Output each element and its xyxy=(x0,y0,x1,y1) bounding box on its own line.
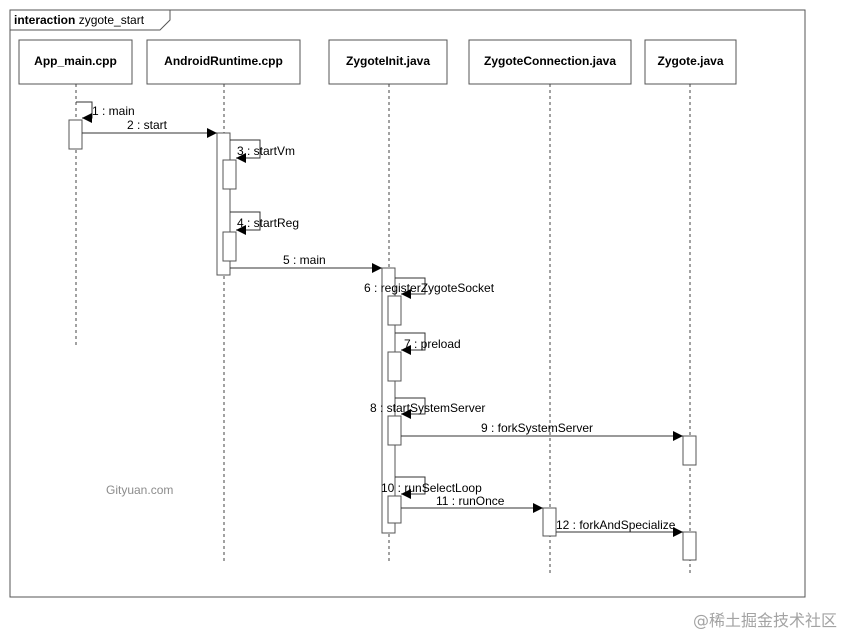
activation-start-vm xyxy=(222,159,237,190)
lifeline-head-app-main xyxy=(18,39,133,85)
message-7-label: 7 : preload xyxy=(404,337,461,351)
footer-watermark: @稀土掘金技术社区 xyxy=(693,611,837,630)
activation-fork-and-specialize xyxy=(682,531,697,561)
message-4-label: 4 : startReg xyxy=(237,216,299,230)
watermark-gityuan: Gityuan.com xyxy=(106,483,173,497)
activation-zygote-init-main xyxy=(381,267,396,534)
frame-tag-name: zygote_start xyxy=(79,13,145,27)
message-1-arrow xyxy=(76,101,93,123)
message-3-label: 3 : startVm xyxy=(237,144,295,158)
lifeline-label-zygote: Zygote.java xyxy=(657,54,723,68)
message-10-arrow xyxy=(395,476,426,499)
frame-tag xyxy=(9,9,171,31)
frame-tag-keyword: interaction xyxy=(14,13,75,27)
activation-fork-system-server xyxy=(682,435,697,466)
activation-bars xyxy=(68,119,697,561)
lifeline-head-zygote-connection xyxy=(468,39,632,85)
activation-app-main xyxy=(68,119,83,150)
activation-run-select-loop xyxy=(387,495,402,524)
messages: 1 : main 2 : start 3 : startVm 4 : start… xyxy=(76,101,683,537)
lifeline-label-app-main: App_main.cpp xyxy=(34,54,117,68)
lifeline-heads: App_main.cpp AndroidRuntime.cpp ZygoteIn… xyxy=(18,39,737,85)
message-7-arrow xyxy=(395,332,426,355)
activation-start-reg xyxy=(222,231,237,262)
lifeline-label-android-runtime: AndroidRuntime.cpp xyxy=(164,54,283,68)
message-6-label: 6 : registerZygoteSocket xyxy=(364,281,495,295)
interaction-frame xyxy=(9,9,806,598)
message-3-arrow xyxy=(230,139,261,163)
activation-register-socket xyxy=(387,295,402,326)
message-1-label: 1 : main xyxy=(92,104,135,118)
message-4-arrow xyxy=(230,211,261,235)
message-6-arrow xyxy=(395,277,426,299)
message-11-label: 11 : runOnce xyxy=(436,494,505,508)
message-10-label: 10 : runSelectLoop xyxy=(381,481,482,495)
message-2-label: 2 : start xyxy=(127,118,168,132)
message-5-label: 5 : main xyxy=(283,253,326,267)
lifeline-head-zygote-init xyxy=(328,39,448,85)
lifeline-label-zygote-init: ZygoteInit.java xyxy=(346,54,430,68)
activation-run-once xyxy=(542,507,557,537)
message-12-label: 12 : forkAndSpecialize xyxy=(556,518,676,532)
message-9-label: 9 : forkSystemServer xyxy=(481,421,593,435)
frame-tag-label: interaction zygote_start xyxy=(14,13,145,27)
message-8-arrow xyxy=(395,397,426,419)
activation-start-system-server xyxy=(387,415,402,446)
lifeline-label-zygote-connection: ZygoteConnection.java xyxy=(484,54,616,68)
activation-preload xyxy=(387,351,402,382)
message-8-label: 8 : startSystemServer xyxy=(370,401,485,415)
lifeline-head-zygote xyxy=(644,39,737,85)
